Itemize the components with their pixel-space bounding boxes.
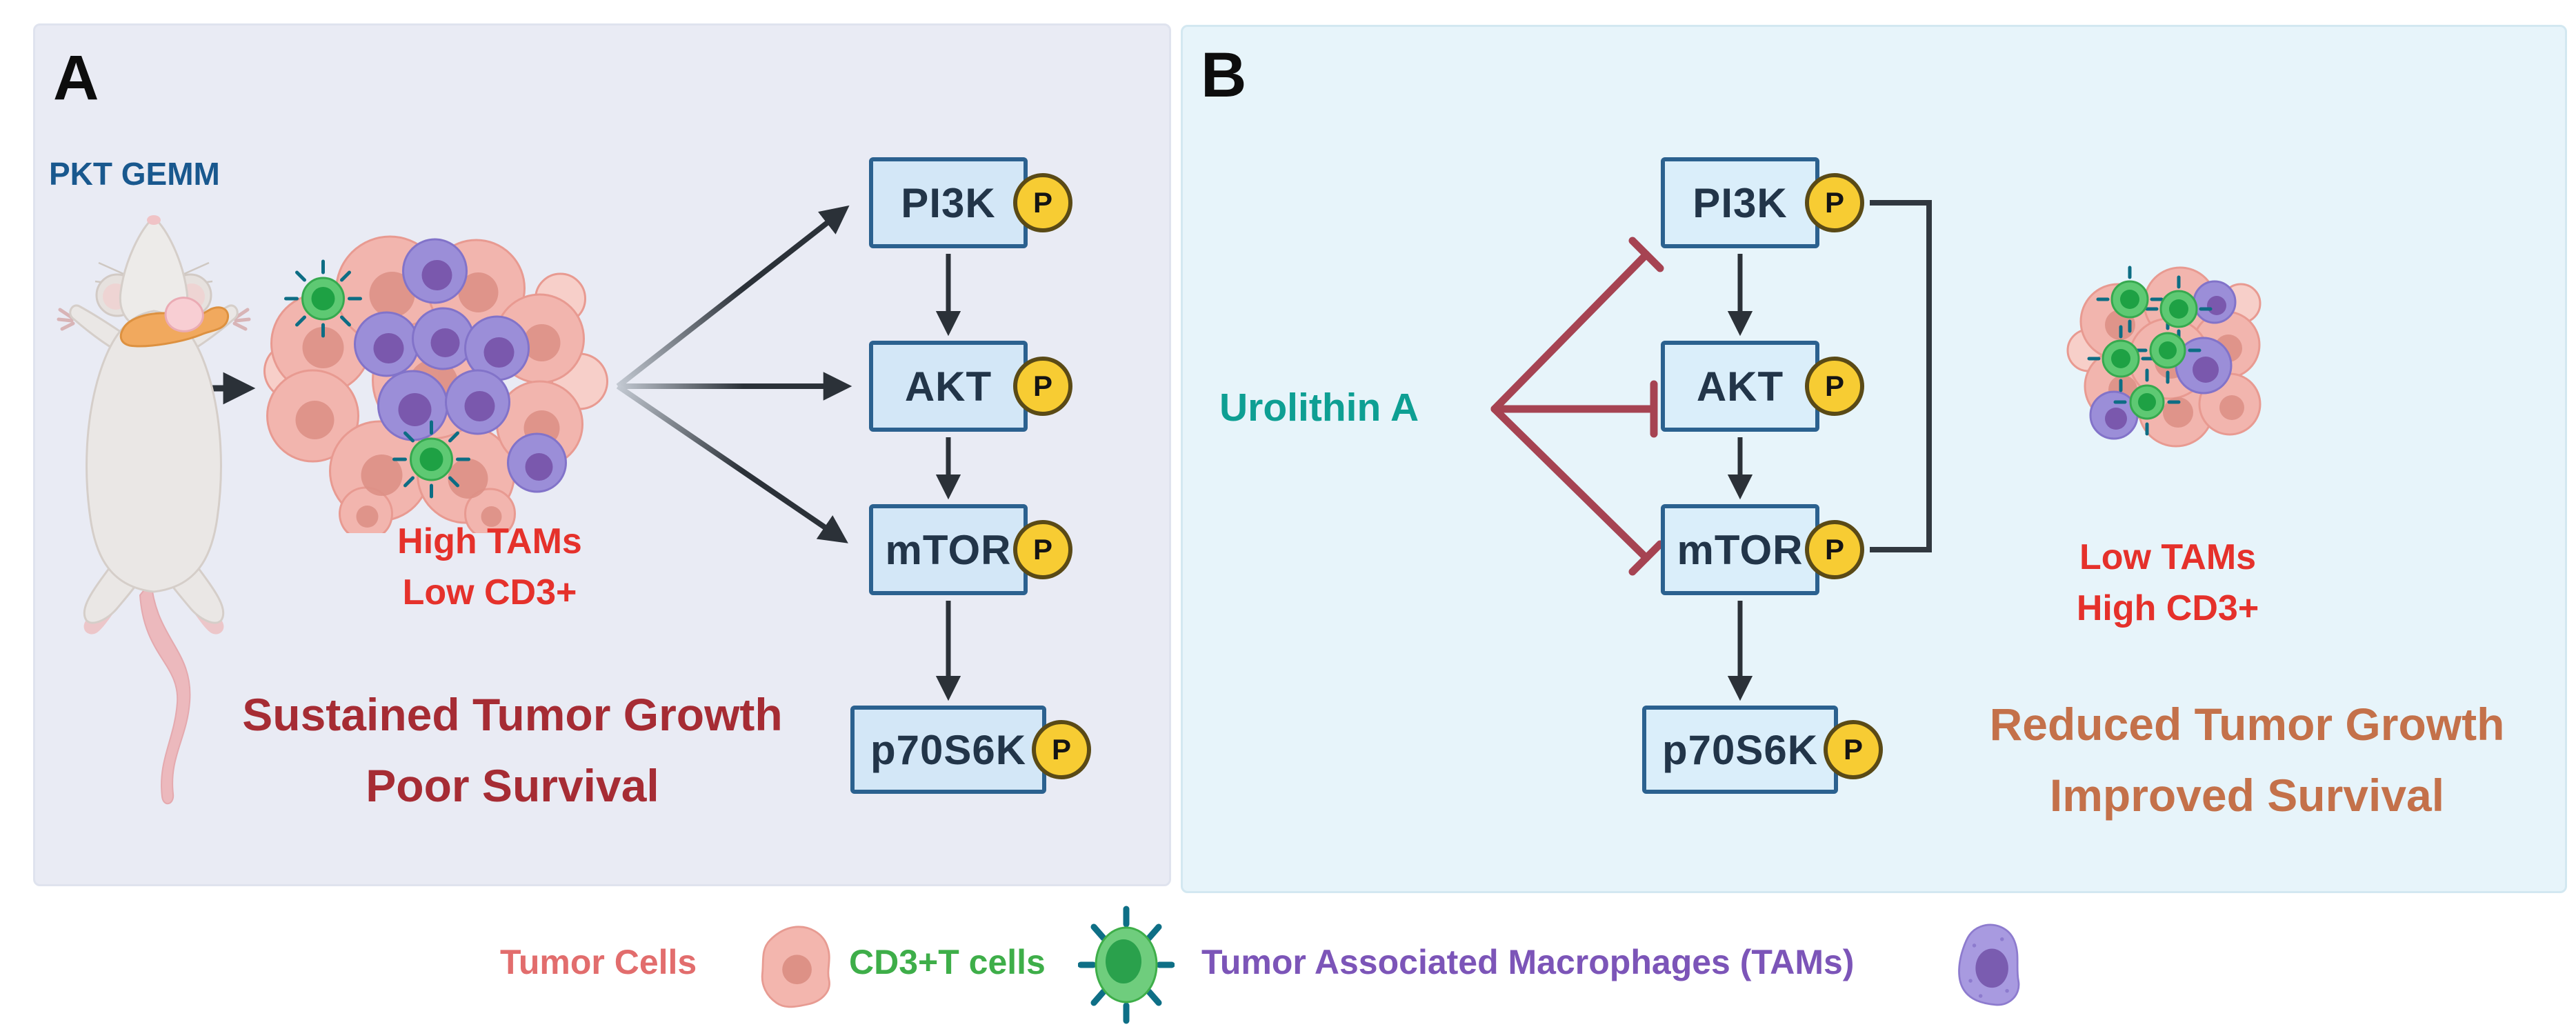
mouse-arm [178,304,239,352]
pathway-node-akt-a: AKT P [869,341,1072,432]
state-line: High CD3+ [2076,588,2259,628]
pathway-node-p70s6k-a: p70S6K P [850,706,1091,794]
mouse-whiskers [94,261,213,286]
pathway-node-pi3k-b: PI3K P [1661,157,1864,248]
pathway-node-akt-b: AKT P [1661,341,1864,432]
cd3-t-cells [284,259,470,499]
legend-label-tumor-cells: Tumor Cells [500,943,697,981]
pathway-node-label: AKT [1696,363,1784,410]
model-label: PKT GEMM [49,156,220,192]
mouse-illustration [57,215,251,804]
mouse-foot [83,615,112,635]
mouse-snout [147,215,161,225]
tumor-cell-nuclei [2105,292,2244,428]
mouse-head [119,215,189,332]
pancreas [119,306,229,348]
mouse-foot [195,615,224,635]
phospho-badge: P [1805,357,1864,416]
mouse-hand [57,308,251,331]
panel-a: A PKT GEMM [33,23,1171,886]
mouse-leg [83,566,141,624]
pathway-node-pi3k-a: PI3K P [869,157,1072,248]
outcome-line: Improved Survival [2049,770,2445,821]
tumor-cell-icon [761,926,830,1008]
state-line: Low CD3+ [402,572,577,612]
outcome-a: Sustained Tumor Growth Poor Survival [242,679,782,821]
tam-nuclei [373,260,553,481]
pathway-node-label: p70S6K [1661,726,1819,773]
legend-label-cd3-t-cells: CD3+T cells [849,943,1046,981]
mouse-tail [139,579,191,804]
state-line: High TAMs [397,521,582,561]
inhibit-mtor-cap [1628,540,1664,576]
tam-cells [2089,280,2237,440]
mouse-arm [69,304,130,352]
pathway-node-label: p70S6K [870,726,1027,773]
state-line: Low TAMs [2079,537,2257,577]
mouse-body [86,310,222,593]
phospho-badge: P [1013,520,1072,579]
tam-macrophage-icon [1958,923,2020,1006]
pathway-node-p70s6k-b: p70S6K P [1642,706,1883,794]
phospho-badge: P [1805,173,1864,232]
pathway-node-mtor-a: mTOR P [869,504,1072,595]
outcome-line: Sustained Tumor Growth [242,689,783,740]
mouse-ear [168,273,212,317]
tumor-state-a: High TAMs Low CD3+ [397,516,582,618]
tam-nuclei [2105,296,2226,430]
tumor-state-b: Low TAMs High CD3+ [2077,532,2259,634]
mouse-ear [95,273,139,317]
tumor-to-pi3k-arrow [616,205,850,389]
mouse-leg [167,566,225,624]
legend-label-tams: Tumor Associated Macrophages (TAMs) [1201,943,1855,981]
cd3-t-cell-icon [1078,906,1175,1024]
pathway-node-label: mTOR [1677,526,1804,573]
inhibit-mtor-line [1490,405,1650,562]
tumor-cells [263,235,608,533]
tumor-cells [2066,266,2262,448]
tumor-cluster-a [263,235,608,533]
tumor-cluster-b [2066,266,2262,448]
phospho-badge: P [1032,720,1091,779]
legend: Tumor Cells CD3+T cells Tumor Associated… [0,893,2576,1029]
tam-cells [354,238,567,493]
inhibition-lines [1490,237,1664,576]
pathway-node-label: mTOR [885,526,1012,573]
tumor-to-mtor-arrow [616,383,848,543]
tumor-cell-nuclei [295,272,561,528]
pathway-node-label: AKT [904,363,992,410]
treatment-label: Urolithin A [1219,386,1419,430]
inhibit-pi3k-line [1490,250,1650,413]
outcome-line: Reduced Tumor Growth [1989,699,2505,750]
outcome-line: Poor Survival [366,760,659,811]
phospho-badge: P [1013,357,1072,416]
pathway-node-mtor-b: mTOR P [1661,504,1864,595]
panel-b-label: B [1201,40,1247,110]
pancreatic-tumor [164,297,204,332]
feedback-bracket [1870,200,1932,552]
phospho-badge: P [1013,173,1072,232]
phospho-badge: P [1824,720,1883,779]
phospho-badge: P [1805,520,1864,579]
pathway-node-label: PI3K [1693,179,1788,226]
panel-a-label: A [53,43,99,113]
inhibit-pi3k-cap [1628,237,1664,272]
panel-b: B Urolithin A PI3K P AKT P mTOR P p70S6K… [1181,25,2567,893]
pathway-node-label: PI3K [901,179,996,226]
cd3-t-cells [2087,266,2213,436]
outcome-b: Reduced Tumor Growth Improved Survival [1990,689,2505,831]
